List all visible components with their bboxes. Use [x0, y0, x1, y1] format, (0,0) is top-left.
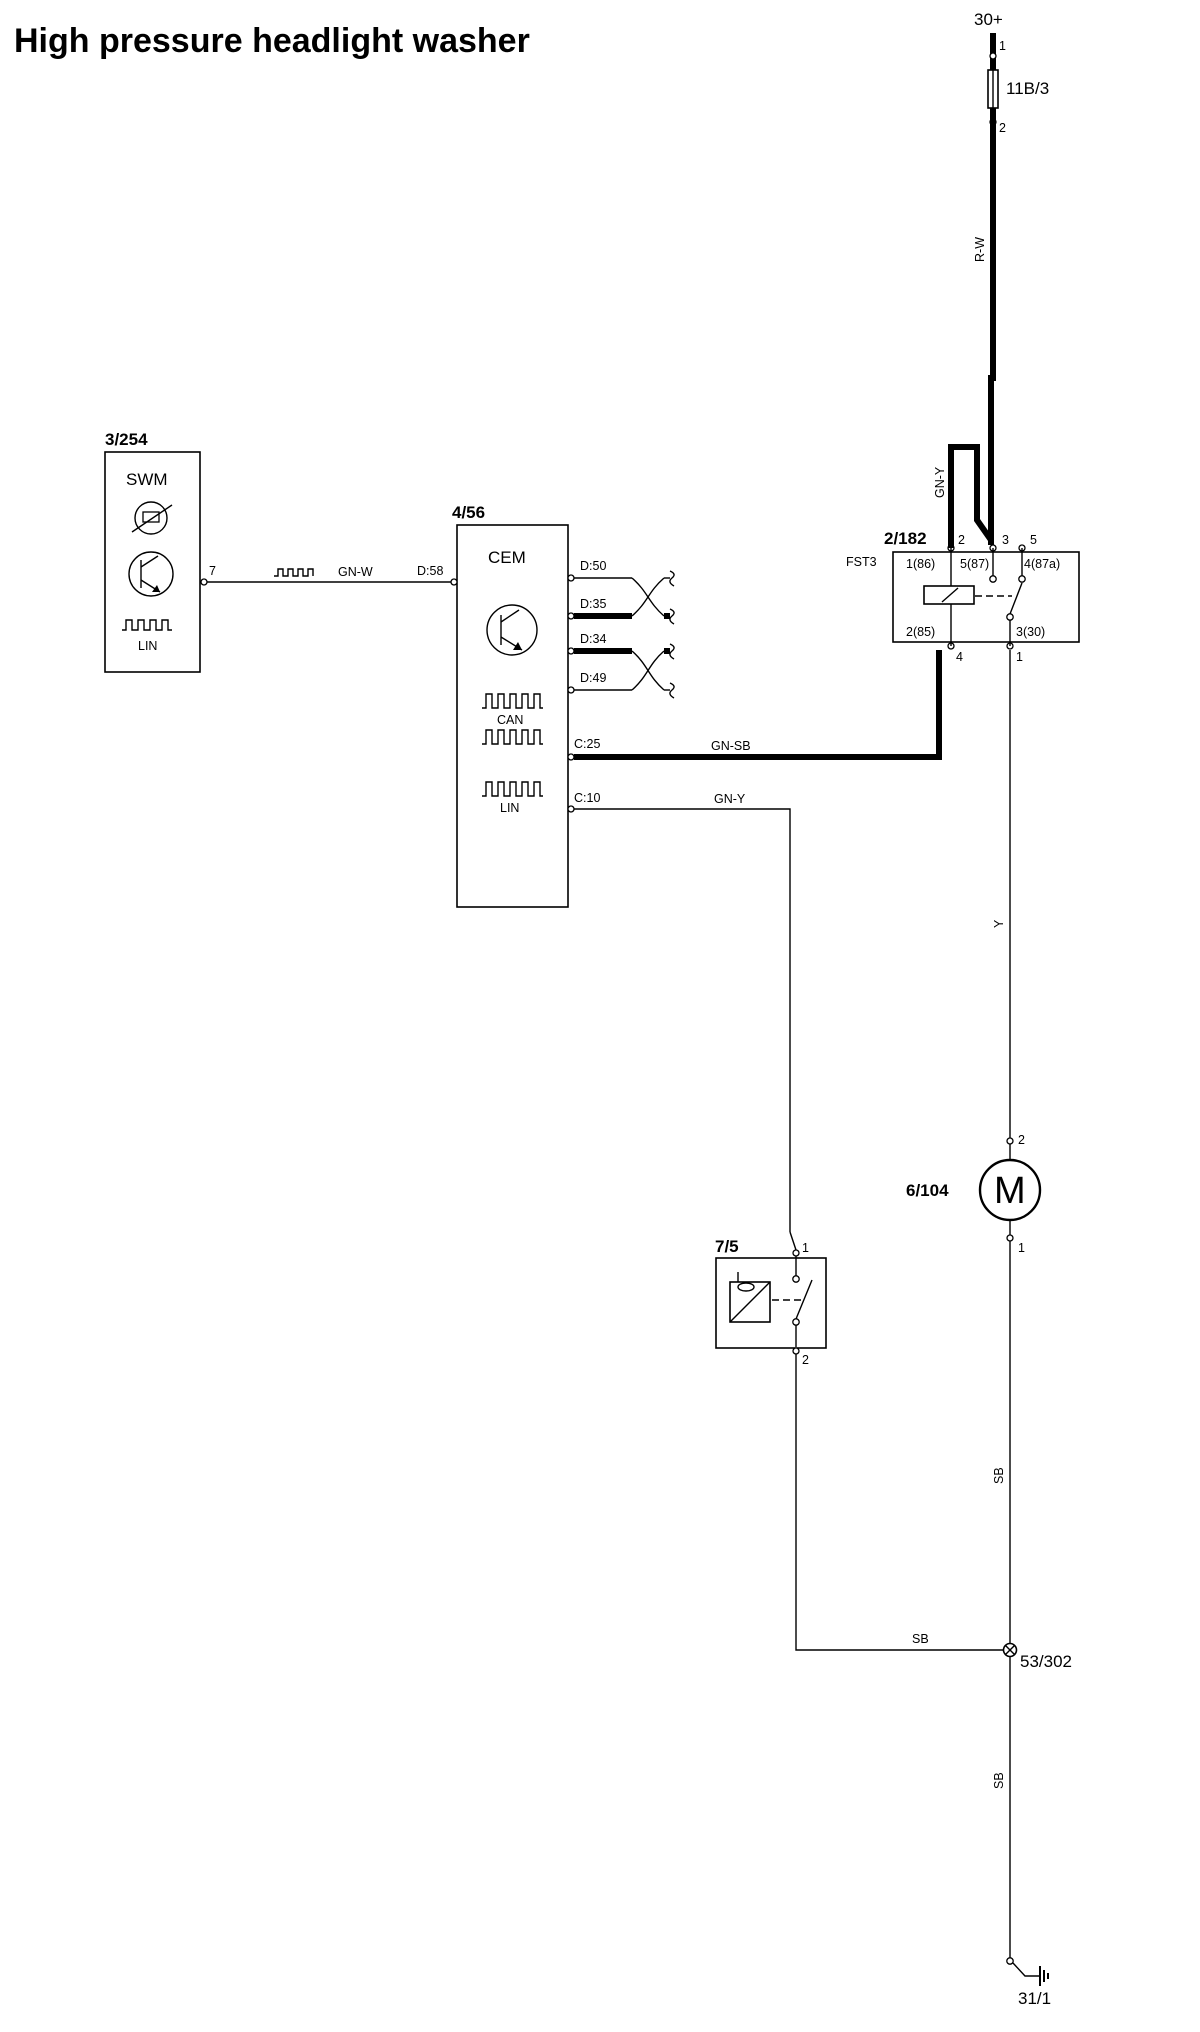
fuse-pin-top-label: 1: [999, 39, 1006, 53]
relay-pin-3-label: 3: [1002, 533, 1009, 547]
swm-id: 3/254: [105, 430, 148, 449]
cem-transistor-icon: [486, 604, 538, 656]
switch-id: 7/5: [715, 1237, 739, 1256]
switch-contact-top: [792, 1275, 800, 1283]
motor-pin-2: [1006, 1137, 1014, 1145]
relay-pin-86-label: 1(86): [906, 557, 935, 571]
relay-coil: [923, 585, 975, 605]
relay-contact-30: [1006, 613, 1014, 621]
relay-switch-blade: [1009, 582, 1023, 615]
swm-sensor-icon: [131, 501, 173, 535]
cem-can-label: CAN: [497, 713, 523, 727]
cem-pin-d50-label: D:50: [580, 559, 606, 573]
cem-lin-label: LIN: [500, 801, 519, 815]
cem-can-pulse-icon-top: [482, 693, 543, 709]
wire-gn-y-switch-label: GN-Y: [714, 792, 746, 806]
cem-pin-c25-label: C:25: [574, 737, 600, 751]
wire-y-label: Y: [992, 919, 1006, 928]
wire-sb-motor-label: SB: [992, 1467, 1006, 1484]
cem-pin-d58: [450, 578, 458, 586]
cem-lin-pulse-icon: [482, 781, 543, 797]
wire-gn-y-relay-label: GN-Y: [933, 466, 947, 498]
cem-pin-d49-label: D:49: [580, 671, 606, 685]
cem-pin-d34: [567, 647, 575, 655]
fuse-pin-bottom-label: 2: [999, 121, 1006, 135]
cem-name: CEM: [488, 548, 526, 567]
cem-pin-d35-label: D:35: [580, 597, 606, 611]
ground-lead: [1012, 1962, 1040, 1977]
relay-pin-30-label: 3(30): [1016, 625, 1045, 639]
swm-lin-pulse-icon: [122, 619, 172, 631]
relay-pin-1-label: 1: [1016, 650, 1023, 664]
wire-gn-y-relay: [948, 444, 994, 548]
swm-lin-label: LIN: [138, 639, 157, 653]
switch-pin-1: [792, 1249, 800, 1257]
relay-id: 2/182: [884, 529, 927, 548]
motor-id: 6/104: [906, 1181, 949, 1200]
relay-pin-87-label: 5(87): [960, 557, 989, 571]
switch-lead-in: [789, 1231, 797, 1251]
relay-box: [892, 551, 1080, 643]
relay-coil-slash: [941, 587, 959, 603]
swm-box: [104, 451, 201, 673]
relay-pin-85-label: 2(85): [906, 625, 935, 639]
splice-icon: [1002, 1642, 1018, 1658]
wire-r-w-label: R-W: [973, 237, 987, 262]
swm-pin-7: [200, 578, 208, 586]
wire-gn-sb: [574, 650, 942, 760]
wire-sb-switch: [795, 1354, 1004, 1651]
swm-name: SWM: [126, 470, 168, 489]
fuse-pin-top: [989, 52, 997, 60]
ground-id: 31/1: [1018, 1989, 1051, 2008]
relay-name: FST3: [846, 555, 877, 569]
ground-icon: [1039, 1966, 1049, 1986]
wire-gn-w-label: GN-W: [338, 565, 373, 579]
motor-pin-1-label: 1: [1018, 1241, 1025, 1255]
wire-gn-sb-label: GN-SB: [711, 739, 751, 753]
gn-w-lin-pulse-icon: [274, 568, 314, 577]
cem-pin-d34-label: D:34: [580, 632, 606, 646]
cem-pin-d35: [567, 612, 575, 620]
wire-r-w: [988, 108, 996, 545]
cem-pin-c10: [567, 805, 575, 813]
relay-pin-87a-label: 4(87a): [1024, 557, 1060, 571]
switch-pin-2: [792, 1347, 800, 1355]
motor-pin-2-label: 2: [1018, 1133, 1025, 1147]
diagram-title: High pressure headlight washer: [14, 22, 530, 60]
switch-pin-1-label: 1: [802, 1241, 809, 1255]
wire-gn-y-switch: [574, 808, 791, 1232]
cem-pin-c25: [567, 753, 575, 761]
cem-box: [456, 524, 569, 908]
switch-pressure-sensor-icon: [729, 1272, 771, 1323]
switch-blade: [795, 1279, 813, 1320]
can-twisted-pair-top: [574, 570, 675, 625]
can-twisted-pair-bottom: [574, 643, 675, 699]
cem-pin-d58-label: D:58: [417, 564, 443, 578]
ground-pin: [1006, 1957, 1014, 1965]
fuse-id: 11B/3: [1006, 79, 1049, 98]
relay-contact-87: [989, 575, 997, 583]
relay-pin-5-label: 5: [1030, 533, 1037, 547]
supply-label: 30+: [974, 10, 1003, 29]
cem-id: 4/56: [452, 503, 485, 522]
splice-id: 53/302: [1020, 1652, 1072, 1671]
switch-box: [715, 1257, 827, 1349]
cem-pin-d50: [567, 574, 575, 582]
switch-contact-bottom: [792, 1318, 800, 1326]
cem-can-pulse-icon-bottom: [482, 729, 543, 745]
wire-sb-switch-label: SB: [912, 1632, 929, 1646]
cem-pin-d49: [567, 686, 575, 694]
motor-symbol-letter: M: [994, 1170, 1026, 1212]
cem-pin-c10-label: C:10: [574, 791, 600, 805]
relay-contact-87a: [1018, 575, 1026, 583]
relay-pin-2-label: 2: [958, 533, 965, 547]
switch-pin-2-label: 2: [802, 1353, 809, 1367]
swm-pin-7-label: 7: [209, 564, 216, 578]
swm-transistor-icon: [128, 551, 174, 597]
motor-pin-1: [1006, 1234, 1014, 1242]
relay-pin-4-label: 4: [956, 650, 963, 664]
wire-sb-ground-label: SB: [992, 1772, 1006, 1789]
